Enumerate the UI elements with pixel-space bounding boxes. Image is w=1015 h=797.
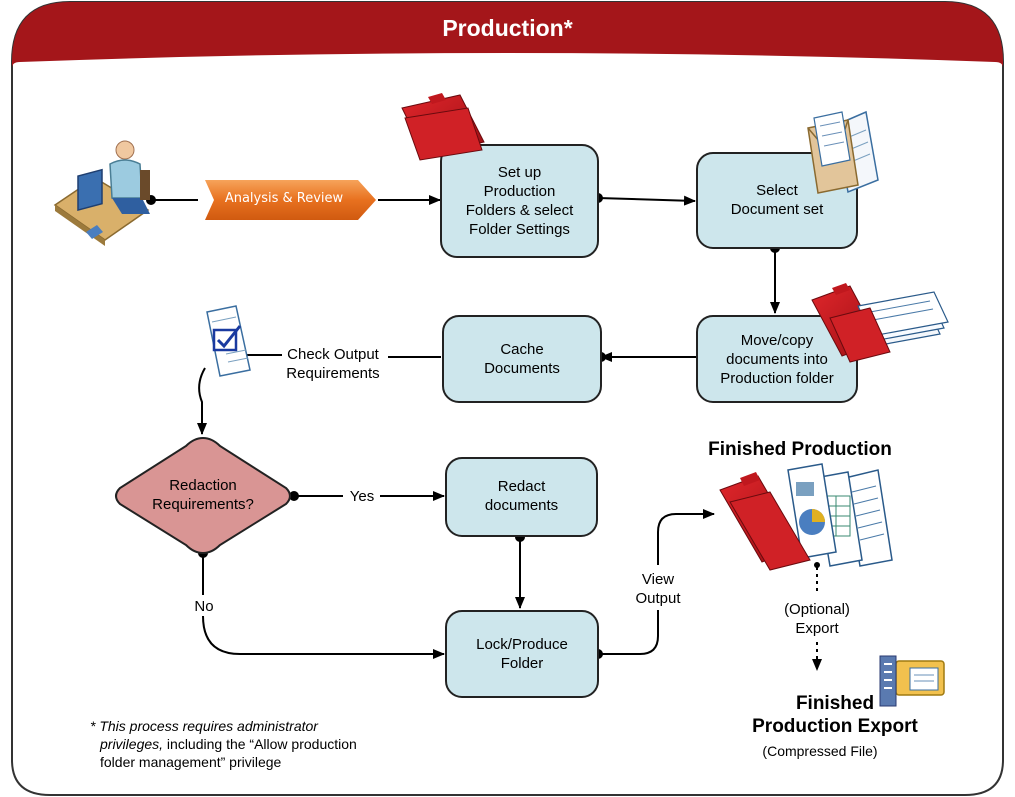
footnote-line2-rest: including the “Allow production <box>163 736 357 752</box>
user-at-computer-icon <box>53 140 150 246</box>
optional-export-label: (Optional) Export <box>784 601 850 637</box>
folder-charts-icon <box>719 463 893 571</box>
move-copy-label: Move/copy documents into Production fold… <box>720 332 834 387</box>
footnote-line3: folder management” privilege <box>100 754 282 770</box>
connectors <box>150 195 780 659</box>
footnote-line2-italic: privileges, <box>100 736 164 752</box>
finished-export-heading: Finished Production Export <box>752 693 918 737</box>
box-setup-folders <box>440 144 599 258</box>
box-redact-docs <box>445 457 598 537</box>
envelope-documents-icon <box>807 110 879 194</box>
lock-produce-label: Lock/Produce Folder <box>476 636 568 672</box>
box-lock-produce <box>445 610 599 698</box>
folder-documents-icon <box>811 283 949 363</box>
box-cache-docs <box>442 315 602 403</box>
footnote-line1: * This process requires administrator <box>90 718 318 734</box>
yes-label: Yes <box>349 488 375 505</box>
redact-docs-label: Redact documents <box>484 478 559 514</box>
view-output-label: View Output <box>635 571 681 607</box>
analysis-review-label: Analysis & Review <box>224 191 344 206</box>
setup-folders-label: Set up Production Folders & select Folde… <box>465 164 574 238</box>
compressed-file-label: (Compressed File) <box>762 743 878 759</box>
title-banner <box>12 2 1003 68</box>
select-docs-label: Select Document set <box>730 182 824 218</box>
red-folder-icon <box>401 93 485 161</box>
cache-docs-label: Cache Documents <box>484 341 560 377</box>
checklist-document-icon <box>206 305 251 377</box>
finished-production-heading: Finished Production <box>708 439 892 460</box>
redaction-decision-diamond <box>115 436 291 555</box>
no-label: No <box>194 598 214 615</box>
footnote: * This process requires administrator pr… <box>90 717 357 771</box>
compressed-file-icon <box>879 655 945 707</box>
check-output-label: Check Output Requirements <box>286 346 380 382</box>
redaction-question-label: Redaction Requirements? <box>152 477 254 513</box>
page-title: Production* <box>442 15 573 41</box>
analysis-review-arrow <box>205 180 376 220</box>
